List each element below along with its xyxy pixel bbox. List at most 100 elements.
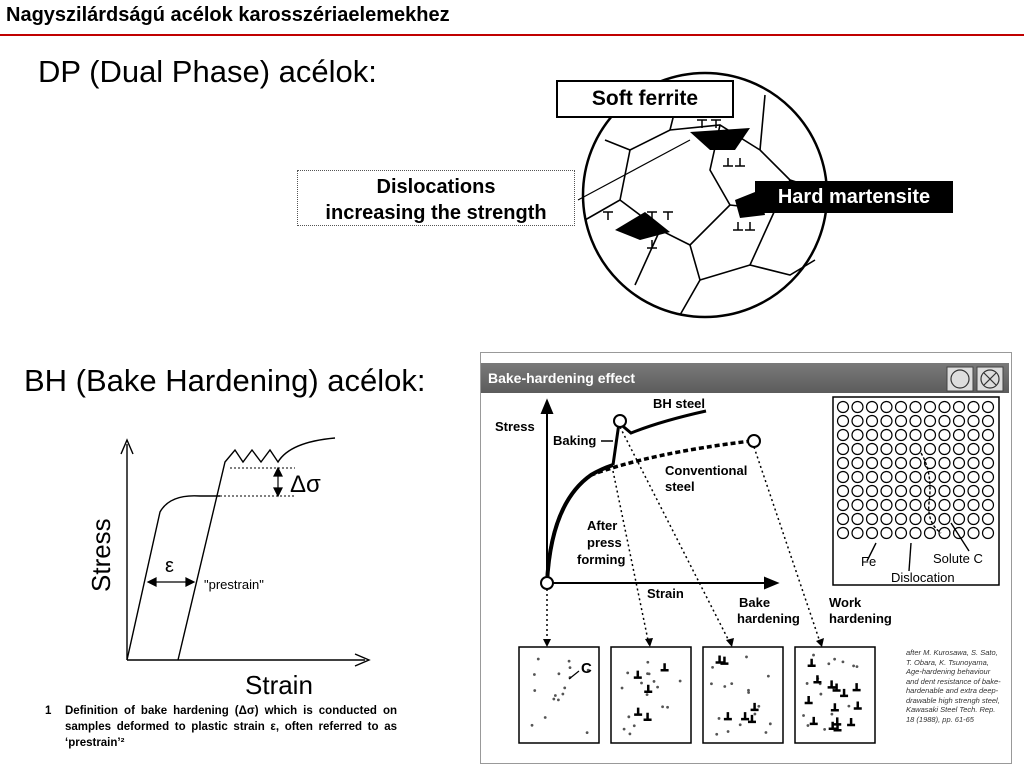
carbon-dot [823,728,827,731]
fe-atom [967,512,980,526]
carbon-dot [645,693,649,697]
fe-atom [909,498,922,512]
work-point [747,434,761,448]
fe-atom [967,400,980,414]
dislocation-mark [833,723,842,732]
x-axis-arrow [354,653,371,667]
fe-atom [880,526,893,540]
carbon-dot [620,686,624,690]
fe-atom [836,456,850,470]
carbon-dot [557,672,561,676]
carbon-dot [723,685,727,688]
fe-atom [894,512,908,526]
carbon-dot [710,682,713,686]
prestrain-curve [126,495,220,661]
fe-atom [952,414,966,428]
carbon-dot [711,665,714,669]
carbon-dot [532,673,536,676]
fe-atom [909,442,922,456]
dislocation-mark [715,655,724,664]
fe-label: Fe [861,554,876,569]
carbon-dot [553,694,557,697]
fe-atom [836,428,850,442]
dislocation-mark [840,688,849,698]
fe-atom [952,400,966,414]
fe-atom [981,526,995,540]
fe-atom [938,484,951,498]
work-hardening-line1: Work [829,595,862,610]
fe-atom [909,428,922,442]
carbon-dot [855,665,859,669]
fe-atom [836,400,850,414]
hard-martensite-label: Hard martensite [755,181,953,213]
fe-atom [894,400,908,414]
carbon-dot [768,722,772,726]
carbon-dot [626,671,630,675]
fe-atom [851,526,864,540]
fe-atom [981,400,995,414]
caption-number: 1 [45,705,52,717]
fe-atom [967,484,980,498]
fe-atom [938,400,951,414]
fe-atom [981,498,995,512]
delta-sigma-label: Δσ [290,471,321,498]
carbon-dot [678,679,682,683]
fe-atom [836,498,850,512]
fe-atom [923,456,937,470]
dislocation-mark [804,696,813,705]
fe-atom [981,512,995,526]
fe-atom [923,428,937,442]
baking-label: Baking [553,433,596,448]
fe-atom [836,414,850,428]
fe-atom [952,470,966,484]
panel-strain-label: Strain [647,586,684,601]
fe-atom [909,484,922,498]
carbon-dot [833,657,837,661]
lattice-inset: Fe Solute C Dislocation [832,396,1000,586]
dislocation-mark [644,684,653,694]
after-forming-line1: After [587,518,617,533]
fe-atom [836,442,850,456]
panel-header [481,363,1009,393]
dislocation-mark [741,712,750,721]
pointer-line [577,139,691,201]
fe-atom [952,526,966,540]
carbon-dot [764,731,768,734]
fe-atom [880,400,893,414]
fe-atom [851,484,864,498]
fe-atom [851,456,864,470]
fe-atom [952,498,966,512]
bh-heading: BH (Bake Hardening) acélok: [24,363,426,398]
fe-lattice [836,400,995,540]
carbon-dot [830,712,834,716]
fe-atom [981,484,995,498]
dp-microstructure-diagram [577,71,829,319]
microstructure-box-baked [702,646,784,744]
carbon-dot [628,732,632,736]
fe-atom [865,414,879,428]
fe-atom [894,484,908,498]
carbon-dot [640,681,643,685]
carbon-dot [656,685,659,689]
reference-note: after M. Kurosawa, S. Sato, T. Obara, K.… [906,648,1001,724]
fe-atom [894,498,908,512]
dislocation-mark [633,670,642,679]
fe-atom [865,442,879,456]
fe-atom [865,498,879,512]
dislocation-mark [830,703,839,712]
fe-atom [836,512,850,526]
bake-hardening-line1: Bake [739,595,770,610]
soft-ferrite-label: Soft ferrite [556,80,734,118]
fe-atom [967,526,980,540]
fe-atom [967,456,980,470]
dislocation-marks [633,655,862,732]
dislocation-mark [634,707,643,716]
dislocation-mark [723,712,732,721]
bake-hardening-line2: hardening [737,611,800,626]
fe-atom [880,442,893,456]
fe-atom [938,526,951,540]
fe-atom [967,498,980,512]
fe-atom [880,512,893,526]
fe-atom [923,442,937,456]
fe-atom [880,498,893,512]
